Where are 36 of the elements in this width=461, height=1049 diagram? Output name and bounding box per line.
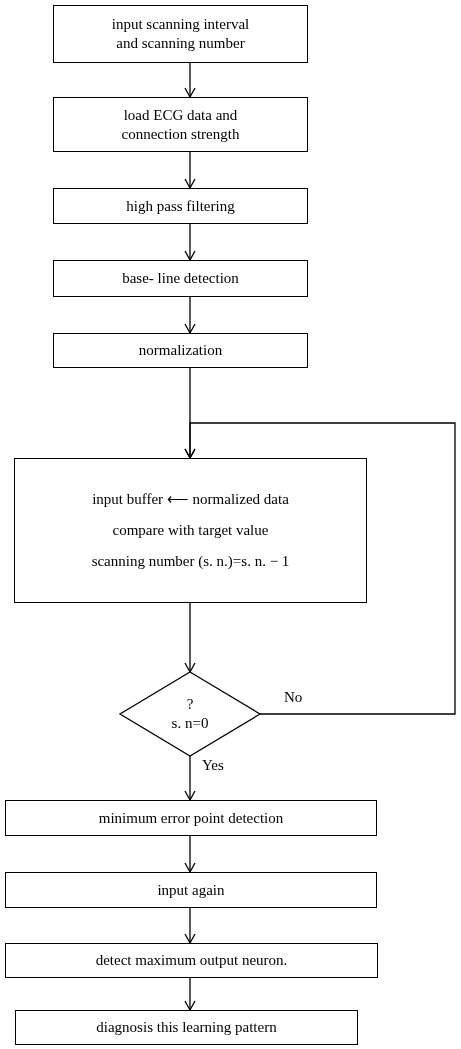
process-box	[5, 872, 377, 908]
process-box	[53, 260, 308, 297]
step-text: base- line detection	[122, 269, 239, 288]
step-text: load ECG data and connection strength	[120, 105, 241, 144]
step-text: input buffer ⟵ normalized data	[92, 490, 289, 510]
arrow	[184, 602, 196, 673]
process-box	[15, 1010, 358, 1045]
process-box	[53, 5, 308, 63]
arrow	[184, 907, 196, 944]
process-box	[14, 458, 367, 603]
process-box	[5, 800, 377, 836]
arrow	[184, 977, 196, 1011]
edge-label: No	[282, 690, 305, 705]
arrow	[184, 755, 196, 801]
process-box	[53, 97, 308, 152]
step-text: normalization	[138, 341, 223, 360]
arrow	[184, 223, 196, 261]
process-box	[53, 188, 308, 224]
process-box	[5, 943, 378, 978]
step-text: input again	[157, 880, 225, 900]
condition-text: ?	[186, 695, 194, 714]
step-text: compare with target value	[112, 521, 269, 540]
step-text: input scanning interval and scanning number	[110, 15, 251, 53]
step-text: high pass filtering	[126, 196, 235, 216]
arrow	[184, 422, 456, 715]
edge-label: Yes	[200, 758, 226, 773]
arrow	[184, 835, 196, 873]
step-text: scanning number (s. n.)=s. n. − 1	[91, 551, 290, 571]
arrow	[184, 62, 196, 98]
arrow	[184, 296, 196, 334]
step-text: minimum error point detection	[98, 808, 284, 828]
step-text: diagnosis this learning pattern	[96, 1018, 277, 1037]
step-text: detect maximum output neuron.	[95, 951, 288, 970]
condition-text: s. n=0	[171, 714, 209, 733]
process-box	[53, 333, 308, 368]
arrow	[184, 151, 196, 189]
